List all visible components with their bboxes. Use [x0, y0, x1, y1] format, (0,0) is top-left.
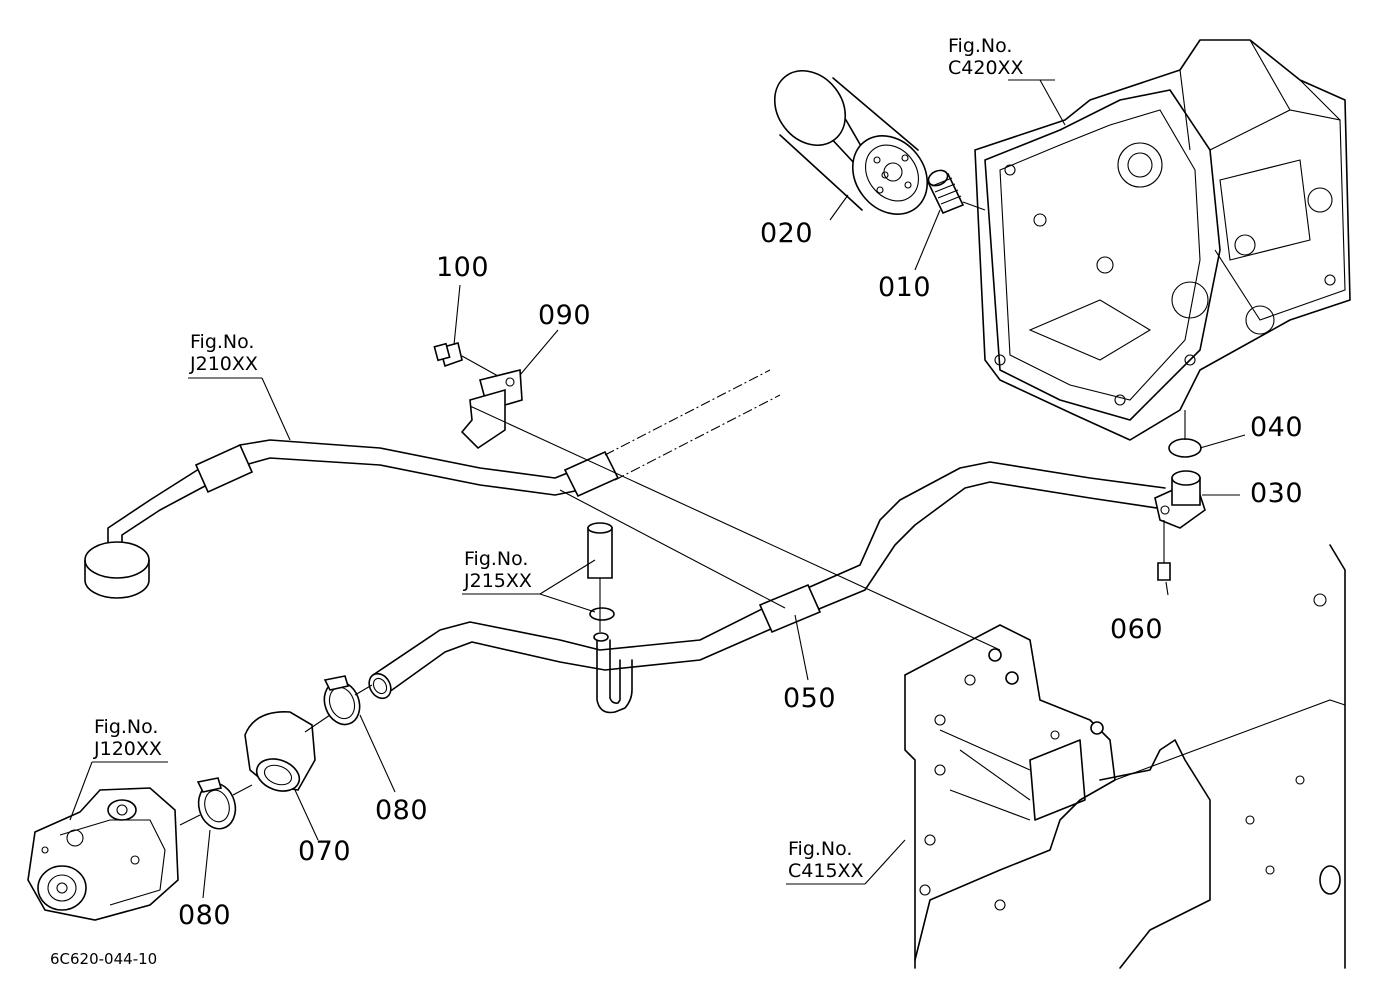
callout-010: 010: [878, 272, 932, 303]
frame-drawing: [904, 544, 1346, 969]
j215-parts-drawing: [587, 522, 615, 642]
hydraulic-pipe-upper-drawing: [84, 369, 781, 599]
hydraulic-pipe-main-drawing: [368, 461, 1171, 714]
callout-020: 020: [760, 218, 814, 249]
callout-080-lower: 080: [178, 900, 232, 931]
drawing-code: 6C620-044-10: [50, 950, 158, 968]
callout-100: 100: [436, 252, 490, 283]
figure-ref-label: Fig.No.: [190, 331, 255, 353]
callout-060: 060: [1110, 614, 1164, 645]
hose-clamp-lower-drawing: [196, 777, 237, 830]
figure-ref-label: Fig.No.: [948, 35, 1013, 57]
oil-filter-drawing: [773, 70, 929, 215]
figure-ref-code: J210XX: [190, 353, 258, 375]
figure-ref-j120: Fig.No. J120XX: [94, 716, 162, 760]
hose-clamp-upper-drawing: [323, 675, 361, 726]
figure-ref-code: C415XX: [788, 860, 864, 882]
bracket-drawing: [433, 342, 523, 450]
callout-090: 090: [538, 300, 592, 331]
leader-lines: [69, 79, 1246, 899]
figure-ref-code: C420XX: [948, 57, 1024, 79]
figure-ref-c420: Fig.No. C420XX: [948, 35, 1024, 79]
callout-050: 050: [783, 683, 837, 714]
hydraulic-pump-drawing: [27, 787, 179, 921]
transmission-case-drawing: [974, 39, 1351, 441]
flange-drawing: [1154, 438, 1206, 581]
callout-040: 040: [1250, 412, 1304, 443]
figure-ref-code: J215XX: [464, 570, 532, 592]
callout-070: 070: [298, 836, 352, 867]
figure-ref-label: Fig.No.: [788, 838, 853, 860]
figure-ref-c415: Fig.No. C415XX: [788, 838, 864, 882]
callout-030: 030: [1250, 478, 1304, 509]
figure-ref-label: Fig.No.: [94, 716, 159, 738]
nipple-drawing: [926, 169, 986, 215]
figure-ref-code: J120XX: [94, 738, 162, 760]
elbow-hose-drawing: [244, 711, 316, 792]
figure-ref-label: Fig.No.: [464, 548, 529, 570]
callout-080-upper: 080: [375, 795, 429, 826]
figure-ref-j210: Fig.No. J210XX: [190, 331, 258, 375]
figure-ref-j215: Fig.No. J215XX: [464, 548, 532, 592]
